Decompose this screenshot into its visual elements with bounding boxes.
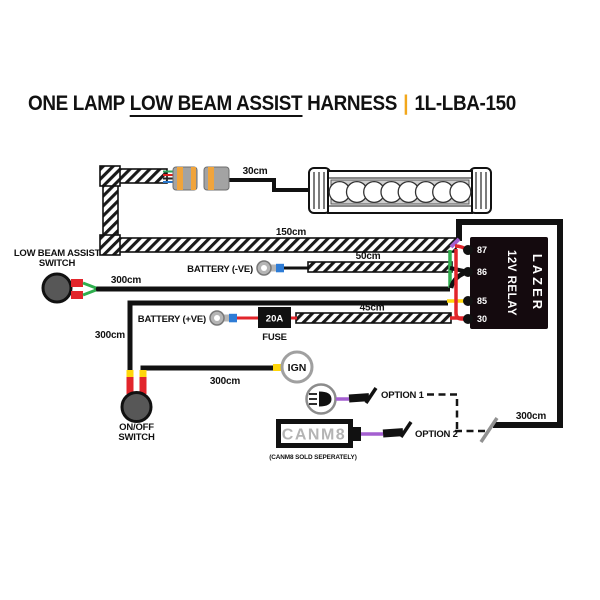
relay-type-label: 12V RELAY bbox=[505, 250, 517, 316]
page-title: ONE LAMP LOW BEAM ASSIST HARNESS |1L-LBA-… bbox=[28, 92, 517, 117]
option1-label: OPTION 1 bbox=[381, 390, 425, 401]
onoff-switch: ON/OFF SWITCH bbox=[118, 370, 155, 443]
measurement-labels: 30cm 150cm 50cm 45cm 300cm 300cm 300cm 3… bbox=[95, 166, 547, 422]
option-1: OPTION 1 bbox=[305, 383, 459, 429]
relay-purple-stub bbox=[449, 237, 461, 249]
battery-pos-label: BATTERY (+VE) bbox=[138, 314, 206, 325]
onoff-label-1: ON/OFF bbox=[119, 422, 154, 433]
battery-positive-lead: BATTERY (+VE) 20A FUSE bbox=[138, 307, 297, 343]
measurement-300cm-onoff: 300cm bbox=[95, 330, 125, 341]
battery-neg-label: BATTERY (-VE) bbox=[187, 264, 253, 275]
relay-brand-logo: LAZER bbox=[530, 254, 545, 312]
onoff-switch-wire bbox=[127, 300, 448, 376]
option1-dashed-route bbox=[427, 393, 459, 429]
battery-negative-lead: BATTERY (-VE) bbox=[187, 260, 308, 276]
title-separator: | bbox=[403, 92, 409, 115]
canm8-label: CANM8 bbox=[282, 427, 346, 444]
lamp-connectors bbox=[163, 166, 230, 191]
loom-corner-top bbox=[99, 165, 121, 187]
relay-pin-85 bbox=[463, 296, 473, 306]
options-feed-wire bbox=[456, 219, 563, 428]
option1-splice-flick bbox=[364, 387, 378, 404]
right-cap-fins bbox=[475, 172, 487, 209]
relay-pin-label-86: 86 bbox=[477, 267, 487, 277]
fuse-holder bbox=[258, 307, 291, 328]
title-highlight: LOW BEAM ASSIST bbox=[129, 92, 303, 117]
switch-terminal-1 bbox=[71, 279, 83, 287]
connector-b-band bbox=[208, 167, 214, 190]
ring-terminal-pos-stub bbox=[221, 314, 229, 322]
measurement-30cm: 30cm bbox=[243, 166, 268, 177]
battery-pos-loom bbox=[295, 312, 452, 324]
relay: 87 86 85 30 12V RELAY LAZER bbox=[463, 237, 548, 329]
relay-pin-87 bbox=[463, 245, 473, 255]
title-prefix: ONE LAMP bbox=[28, 92, 125, 115]
wire-break-slash bbox=[479, 417, 499, 443]
ignition-lead: IGN bbox=[273, 350, 314, 384]
low-beam-assist-switch: LOW BEAM ASSIST SWITCH bbox=[14, 248, 101, 304]
onoff-switch-button bbox=[120, 391, 153, 423]
lens bbox=[449, 180, 472, 204]
option2-splice-flick bbox=[399, 421, 413, 438]
option2-label: OPTION 2 bbox=[415, 429, 458, 440]
option1-splice bbox=[348, 393, 370, 403]
ign-terminal bbox=[280, 350, 314, 384]
headlight-icon-beams bbox=[309, 393, 317, 405]
loom-corner-bottom bbox=[99, 234, 121, 256]
relay-pin-label-87: 87 bbox=[477, 245, 487, 255]
crimp-neg bbox=[276, 263, 284, 273]
low-beam-switch-label-2: SWITCH bbox=[39, 258, 76, 269]
loom-bottom-bar bbox=[102, 237, 457, 253]
ring-terminal-pos-hole bbox=[214, 315, 220, 321]
canm8-note: (CANM8 SOLD SEPERATELY) bbox=[269, 454, 357, 461]
relay-pin-label-30: 30 bbox=[477, 314, 487, 324]
light-bar-rails bbox=[328, 177, 472, 207]
relay-body bbox=[470, 237, 548, 329]
title-part-code: 1L-LBA-150 bbox=[414, 92, 517, 115]
relay-pin-30 bbox=[463, 314, 473, 324]
relay-pin-86 bbox=[463, 267, 473, 277]
onoff-tip-2 bbox=[139, 370, 147, 377]
crimp-pos bbox=[229, 313, 237, 323]
measurement-45cm: 45cm bbox=[360, 303, 385, 314]
connector-b bbox=[203, 166, 230, 191]
black-wires bbox=[94, 178, 563, 428]
measurement-50cm: 50cm bbox=[356, 251, 381, 262]
relay-pin-label-85: 85 bbox=[477, 296, 487, 306]
option-2: CANM8 OPTION 2 (CANM8 SOLD SEPERATELY) bbox=[269, 417, 499, 461]
light-bar-lenses bbox=[328, 180, 472, 204]
onoff-stem-2 bbox=[139, 377, 147, 394]
onoff-stem-1 bbox=[126, 377, 134, 394]
ign-label: IGN bbox=[288, 362, 307, 374]
option2-splice bbox=[382, 428, 404, 438]
onoff-tip-1 bbox=[126, 370, 134, 377]
ignition-wire bbox=[140, 365, 273, 381]
canm8-box bbox=[276, 419, 353, 448]
ring-terminal-neg-hole bbox=[261, 265, 267, 271]
lamp-link-wire bbox=[228, 178, 312, 192]
measurement-300cm-options: 300cm bbox=[516, 411, 546, 422]
low-beam-switch-label-1: LOW BEAM ASSIST bbox=[14, 248, 101, 259]
onoff-label-2: SWITCH bbox=[118, 432, 155, 443]
fuse-label: FUSE bbox=[262, 332, 287, 343]
battery-neg-loom bbox=[307, 261, 453, 273]
ring-terminal-neg-stub bbox=[268, 264, 276, 272]
measurement-150cm: 150cm bbox=[276, 227, 306, 238]
measurement-300cm-ign: 300cm bbox=[210, 376, 240, 387]
canm8-connector-tab bbox=[353, 427, 361, 441]
fuse-rating: 20A bbox=[266, 314, 284, 325]
switch-terminal-2 bbox=[71, 291, 83, 299]
measurement-300cm-switch: 300cm bbox=[111, 275, 141, 286]
light-bar bbox=[308, 167, 492, 214]
red-vertical-wire bbox=[454, 249, 468, 321]
ign-wire-tip bbox=[273, 364, 281, 371]
switch-green-leads bbox=[82, 281, 97, 297]
connector-a-band-2 bbox=[191, 167, 196, 190]
left-cap-fins bbox=[313, 172, 325, 209]
low-beam-switch-button bbox=[41, 272, 73, 304]
title-suffix: HARNESS bbox=[307, 92, 397, 115]
headlight-icon-lamp bbox=[319, 391, 332, 407]
connector-a-band-1 bbox=[177, 167, 183, 190]
